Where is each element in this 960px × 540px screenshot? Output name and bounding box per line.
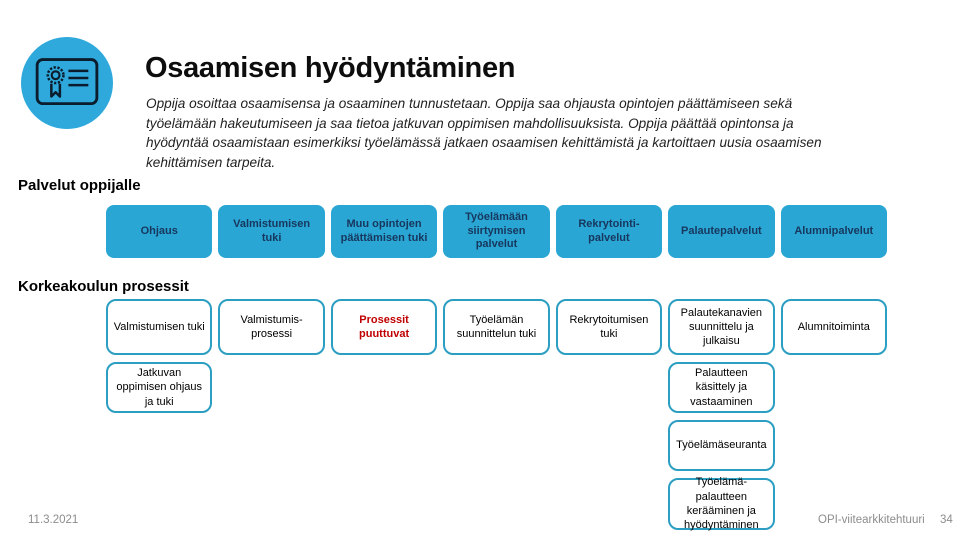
footer-label: OPI-viitearkkitehtuuri [818, 514, 925, 526]
certificate-icon [21, 37, 113, 129]
process-box-jatkuva-oppiminen: Jatkuvan oppimisen ohjaus ja tuki [106, 362, 213, 413]
process-box-rekrytoitumisen-tuki: Rekrytoitumisen tuki [555, 299, 663, 355]
prosessit-grid: Valmistumisen tuki Valmistumis­prosessi … [106, 299, 887, 531]
process-box-tyoelamaseuranta: Työelämäseuranta [668, 420, 775, 471]
service-box-muu-opintojen: Muu opintojen päättämisen tuki [330, 205, 438, 258]
service-box-alumnipalvelut: Alumnipalvelut [780, 205, 887, 258]
process-box-valmistumisen-tuki: Valmistumisen tuki [106, 299, 213, 355]
process-box-tyoelaman-suunnittelu: Työelämän suunnittelun tuki [443, 299, 550, 355]
footer-date: 11.3.2021 [28, 514, 79, 526]
service-box-rekrytointipalvelut: Rekrytointi­palvelut [555, 205, 663, 258]
process-box-alumnitoiminta: Alumnitoiminta [780, 299, 887, 355]
service-box-ohjaus: Ohjaus [106, 205, 213, 258]
section-heading-prosessit: Korkeakoulun prosessit [18, 278, 189, 295]
process-box-prosessit-puuttuvat: Prosessit puuttuvat [330, 299, 438, 355]
process-box-palautekanavat: Palautekanavien suunnittelu ja julkaisu [668, 299, 775, 355]
page-number: 34 [940, 514, 953, 526]
process-box-palautteen-kasittely: Palautteen käsittely ja vastaaminen [668, 362, 775, 413]
palvelut-row: Ohjaus Valmistumisen tuki Muu opintojen … [106, 205, 887, 258]
page-title: Osaamisen hyödyntäminen [145, 52, 516, 84]
process-box-tyoelamapalaute: Työelämä­palautteen kerääminen ja hyödyn… [668, 476, 775, 531]
service-box-tyoelamaan-siirtyminen: Työelämään siirtymisen palvelut [443, 205, 550, 258]
section-heading-palvelut: Palvelut oppijalle [18, 177, 141, 194]
process-box-valmistumisprosessi: Valmistumis­prosessi [218, 299, 325, 355]
service-box-valmistumisen-tuki: Valmistumisen tuki [218, 205, 325, 258]
lead-paragraph: Oppija osoittaa osaamisensa ja osaaminen… [146, 96, 822, 170]
service-box-palautepalvelut: Palautepalvelut [668, 205, 775, 258]
